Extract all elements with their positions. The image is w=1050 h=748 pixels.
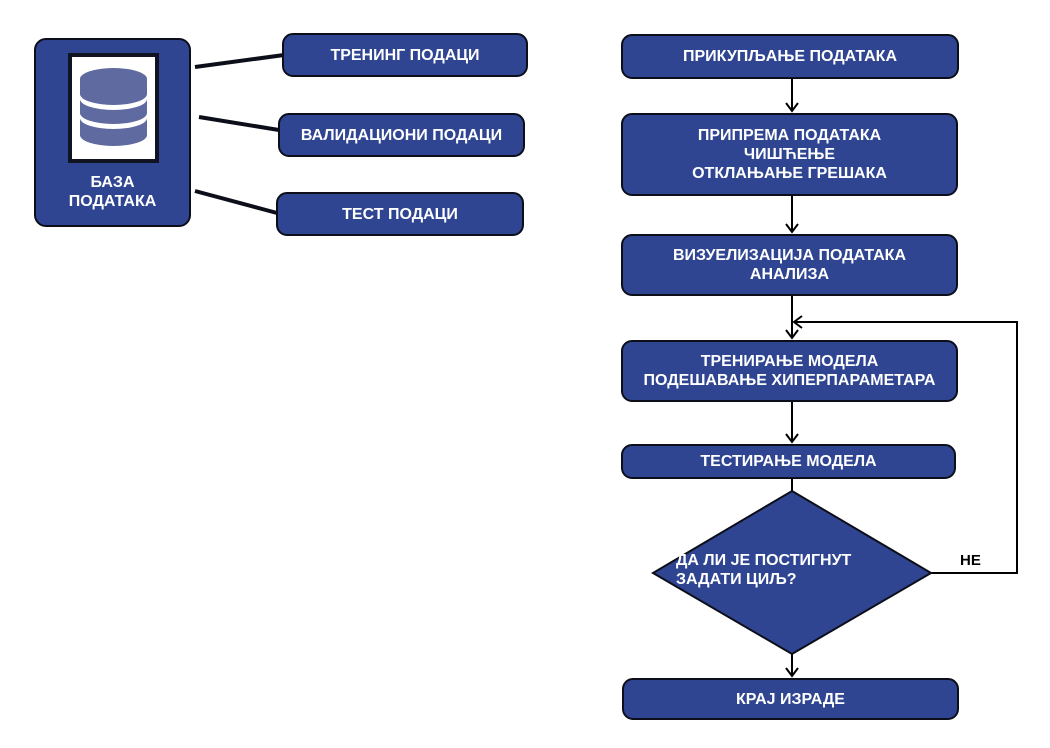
decision-label: ДА ЛИ ЈЕ ПОСТИГНУТ ЗАДАТИ ЦИЉ? — [676, 552, 852, 588]
arrowhead-4 — [785, 433, 799, 444]
arrowhead-2 — [785, 223, 799, 234]
decision-diamond — [651, 489, 933, 656]
flow-arrows — [785, 79, 1018, 678]
dataset-test[interactable]: ТЕСТ ПОДАЦИ — [276, 192, 524, 236]
arrowhead-loop — [792, 315, 803, 329]
loop-back-line — [794, 321, 1018, 574]
step-data-visualization[interactable]: ВИЗУЕЛИЗАЦИЈА ПОДАТАКА АНАЛИЗА — [621, 234, 958, 296]
dataset-connectors — [194, 53, 285, 215]
dataset-validation[interactable]: ВАЛИДАЦИОНИ ПОДАЦИ — [278, 113, 525, 157]
database-icon — [80, 68, 147, 146]
connector-training — [194, 53, 285, 69]
step-model-testing[interactable]: ТЕСТИРАЊЕ МОДЕЛА — [621, 444, 956, 479]
arrowhead-3 — [785, 329, 799, 340]
step-end[interactable]: КРАЈ ИЗРАДЕ — [622, 678, 959, 720]
database-label: БАЗА ПОДАТАКА — [68, 174, 157, 210]
database-card: БАЗА ПОДАТАКА — [34, 38, 191, 227]
connector-validation — [198, 115, 280, 132]
dataset-training[interactable]: ТРЕНИНГ ПОДАЦИ — [282, 33, 528, 77]
step-model-training[interactable]: ТРЕНИРАЊЕ МОДЕЛА ПОДЕШАВАЊЕ ХИПЕРПАРАМЕТ… — [621, 340, 958, 402]
step-data-collection[interactable]: ПРИКУПЉАЊЕ ПОДАТАКА — [621, 34, 959, 79]
arrowhead-5 — [785, 667, 799, 678]
database-icon-frame — [68, 53, 159, 163]
arrowhead-1 — [785, 102, 799, 113]
loop-no-label: НЕ — [960, 552, 981, 569]
step-data-preparation[interactable]: ПРИПРЕМА ПОДАТАКА ЧИШЋЕЊЕ ОТКЛАЊАЊЕ ГРЕШ… — [621, 113, 958, 196]
connector-test — [194, 189, 278, 215]
